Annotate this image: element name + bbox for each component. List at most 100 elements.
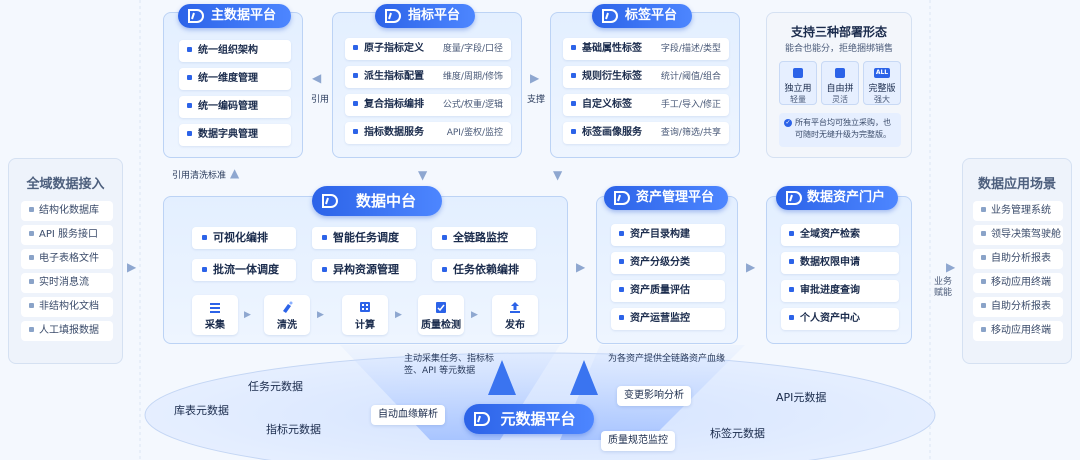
scenario-item[interactable]: 移动应用终端 [973, 273, 1063, 293]
asset-mgmt-item[interactable]: 资产质量评估 [611, 280, 725, 302]
portal-item[interactable]: 全域资产检索 [781, 224, 899, 246]
square-icon [29, 231, 34, 236]
logo-icon [602, 9, 618, 23]
master-data-item[interactable]: 统一编码管理 [179, 96, 291, 118]
ingestion-item[interactable]: 非结构化文档 [21, 297, 113, 317]
metric-row[interactable]: 派生指标配置维度/周期/修饰 [345, 66, 511, 88]
left-panel-title: 全域数据接入 [26, 177, 105, 192]
square-icon [29, 303, 34, 308]
metric-row[interactable]: 复合指标编排公式/权重/逻辑 [345, 94, 511, 116]
square-icon [789, 259, 794, 264]
data-asset-portal: 全域资产检索 数据权限申请 审批进度查询 个人资产中心 [766, 196, 912, 344]
square-icon [793, 68, 803, 78]
arrow-right-icon: ▶ [317, 310, 324, 320]
master-data-item[interactable]: 统一组织架构 [179, 40, 291, 62]
square-icon [202, 267, 207, 272]
deployment-subtitle: 能合也能分，拒绝捆绑销售 [784, 44, 893, 54]
square-icon [981, 327, 986, 332]
tag-platform: 基础属性标签字段/描述/类型 规则衍生标签统计/阈值/组合 自定义标签手工/导入… [550, 12, 740, 158]
ingestion-item[interactable]: 电子表格文件 [21, 249, 113, 269]
asset-mgmt-item[interactable]: 资产目录构建 [611, 224, 725, 246]
deploy-option-standalone[interactable]: 独立用轻量 [779, 61, 817, 105]
square-icon [442, 267, 447, 272]
scenario-item[interactable]: 自助分析报表 [973, 297, 1063, 317]
capability-chip[interactable]: 全链路监控 [432, 227, 536, 249]
arrow-right-icon: ▶ [395, 310, 402, 320]
portal-item[interactable]: 审批进度查询 [781, 280, 899, 302]
capability-chip[interactable]: 可视化编排 [192, 227, 296, 249]
square-icon [322, 235, 327, 240]
metadata-chip[interactable]: 质量规范监控 [601, 431, 675, 451]
support-label: 支撑 [527, 95, 546, 105]
metric-platform: 原子指标定义度量/字段/口径 派生指标配置维度/周期/修饰 复合指标编排公式/权… [332, 12, 522, 158]
auto-collect-label: 主动采集任务、指标标签、API 等元数据 [404, 354, 495, 376]
grid-icon [835, 68, 845, 78]
square-icon [187, 47, 192, 52]
scenario-item[interactable]: 自助分析报表 [973, 249, 1063, 269]
pipeline-step-compute[interactable]: 计算 [342, 295, 388, 335]
capability-chip[interactable]: 异构资源管理 [312, 259, 416, 281]
logo-icon [474, 412, 490, 426]
pipeline-step-collect[interactable]: 采集 [192, 295, 238, 335]
pipeline-step-publish[interactable]: 发布 [492, 295, 538, 335]
ingestion-item[interactable]: API 服务接口 [21, 225, 113, 245]
metadata-chip[interactable]: 自动血缘解析 [371, 405, 445, 425]
logo-icon [385, 9, 401, 23]
capability-chip[interactable]: 任务依赖编排 [432, 259, 536, 281]
square-icon [29, 279, 34, 284]
metadata-chip[interactable]: 变更影响分析 [617, 386, 691, 406]
metadata-label: 任务元数据 [248, 380, 303, 393]
deployment-note-box: ✓ 所有平台均可独立采购，也可随时无缝升级为完整版。 [779, 113, 901, 147]
square-icon [981, 303, 986, 308]
square-icon [619, 259, 624, 264]
tag-row[interactable]: 基础属性标签字段/描述/类型 [563, 38, 729, 60]
metric-row[interactable]: 原子指标定义度量/字段/口径 [345, 38, 511, 60]
capability-chip[interactable]: 批流一体调度 [192, 259, 296, 281]
ingestion-item[interactable]: 人工填报数据 [21, 321, 113, 341]
square-icon [322, 267, 327, 272]
right-panel-title: 数据应用场景 [977, 177, 1056, 192]
scenario-item[interactable]: 移动应用终端 [973, 321, 1063, 341]
pipeline-step-clean[interactable]: 清洗 [264, 295, 310, 335]
square-icon [981, 207, 986, 212]
check-icon: ✓ [784, 119, 792, 127]
ingestion-item[interactable]: 实时消息流 [21, 273, 113, 293]
pipeline-step-quality[interactable]: 质量检测 [418, 295, 464, 335]
arrow-up-icon: ▲ [230, 166, 240, 180]
metadata-label: 库表元数据 [174, 404, 229, 417]
scenario-item[interactable]: 业务管理系统 [973, 201, 1063, 221]
portal-item[interactable]: 数据权限申请 [781, 252, 899, 274]
clipboard-check-icon [436, 302, 446, 313]
square-icon [571, 129, 576, 134]
tag-row[interactable]: 规则衍生标签统计/阈值/组合 [563, 66, 729, 88]
deployment-note: 所有平台均可独立采购，也可随时无缝升级为完整版。 [795, 118, 891, 139]
arrow-right-icon: ▶ [746, 260, 756, 274]
square-icon [187, 75, 192, 80]
capability-chip[interactable]: 智能任务调度 [312, 227, 416, 249]
logo-icon [322, 194, 338, 208]
tag-row[interactable]: 标签画像服务查询/筛选/共享 [563, 122, 729, 144]
square-icon [29, 255, 34, 260]
square-icon [29, 207, 34, 212]
asset-mgmt-item[interactable]: 资产分级分类 [611, 252, 725, 274]
square-icon [442, 235, 447, 240]
tag-row[interactable]: 自定义标签手工/导入/修正 [563, 94, 729, 116]
ingestion-item[interactable]: 结构化数据库 [21, 201, 113, 221]
square-icon [571, 101, 576, 106]
upload-icon [510, 302, 520, 313]
right-panel-application-scenarios: 数据应用场景 业务管理系统 领导决策驾驶舱 自助分析报表 移动应用终端 自助分析… [962, 158, 1072, 364]
portal-item[interactable]: 个人资产中心 [781, 308, 899, 330]
deploy-option-flexible[interactable]: 自由拼灵活 [821, 61, 859, 105]
master-data-item[interactable]: 数据字典管理 [179, 124, 291, 146]
reference-label: 引用 [311, 95, 330, 105]
master-data-item[interactable]: 统一维度管理 [179, 68, 291, 90]
deployment-title: 支持三种部署形态 [790, 25, 887, 39]
asset-management-title: 资产管理平台 [604, 186, 728, 210]
square-icon [571, 45, 576, 50]
asset-mgmt-item[interactable]: 资产运营监控 [611, 308, 725, 330]
scenario-item[interactable]: 领导决策驾驶舱 [973, 225, 1063, 245]
square-icon [789, 287, 794, 292]
